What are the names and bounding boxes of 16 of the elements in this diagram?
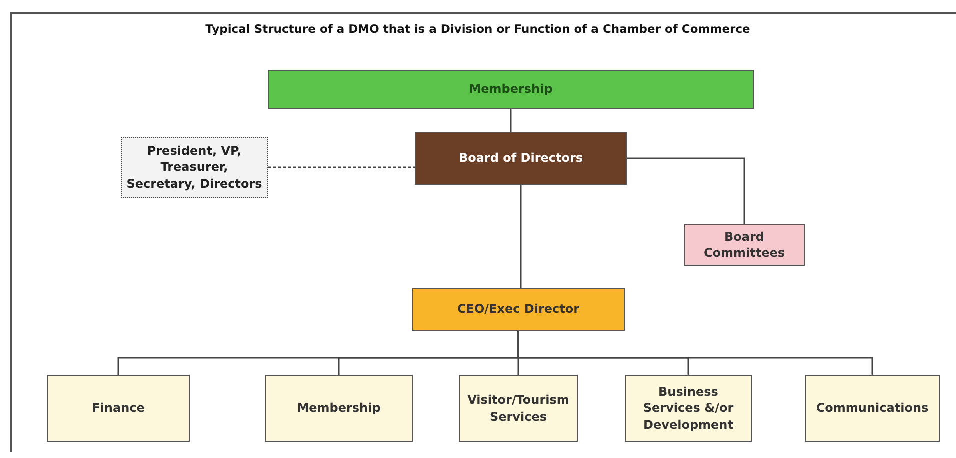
diagram-title: Typical Structure of a DMO that is a Division or Function of a Chamber of Commerce: [204, 22, 752, 36]
connector-line: [520, 185, 522, 288]
department-box: Finance: [47, 375, 190, 442]
department-box: Membership: [265, 375, 413, 442]
officers-box: President, VP, Treasurer, Secretary, Directors: [121, 137, 268, 198]
ceo-box: CEO/Exec Director: [412, 288, 625, 331]
department-box: Business Services &/or Development: [625, 375, 752, 442]
board-box: Board of Directors: [415, 132, 627, 185]
department-box: Visitor/Tourism Services: [459, 375, 578, 442]
department-box: Communications: [805, 375, 940, 442]
membership-box: Membership: [268, 70, 754, 109]
committees-box: Board Committees: [684, 224, 805, 266]
connector-line: [510, 109, 512, 132]
connector-line: [627, 158, 746, 224]
connector-line: [518, 331, 874, 375]
connector-line: [268, 166, 415, 168]
